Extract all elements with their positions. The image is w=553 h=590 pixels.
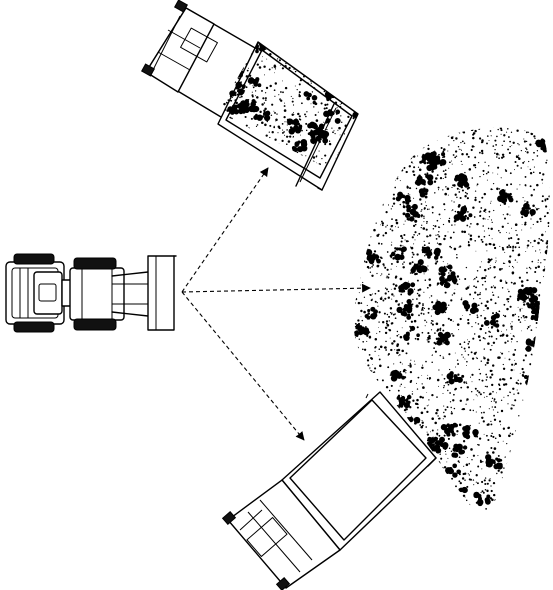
wheel-loader — [6, 254, 176, 332]
arrow-to-truck-top — [182, 168, 268, 292]
dump-truck-loaded — [142, 0, 365, 190]
dump-truck-empty — [223, 392, 436, 590]
arrow-to-truck-bottom — [182, 292, 304, 440]
movement-arrows — [182, 168, 370, 440]
arrow-to-pile — [182, 288, 370, 292]
